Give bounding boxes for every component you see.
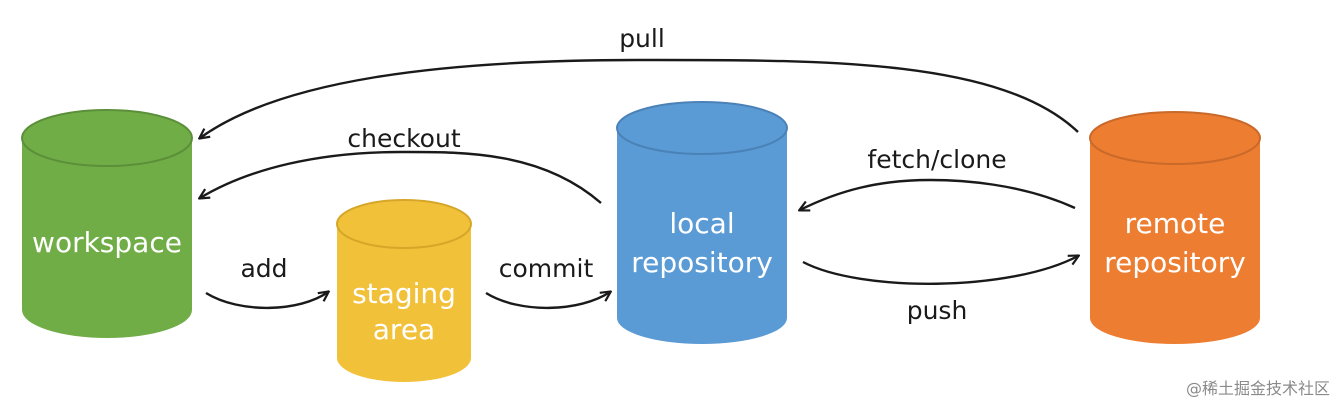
fetch-clone-arrow bbox=[800, 178, 1076, 210]
add-label: add bbox=[240, 254, 287, 283]
fetch-clone-label: fetch/clone bbox=[867, 145, 1006, 174]
staging-area-cylinder-rim bbox=[336, 199, 472, 249]
remote-repository-cylinder-body bbox=[1090, 138, 1260, 344]
commit-arrow bbox=[485, 292, 610, 310]
staging-area-cylinder: staging area bbox=[336, 199, 472, 382]
remote-repository-label-line2: repository bbox=[1104, 246, 1246, 279]
workspace-cylinder-body bbox=[22, 138, 192, 338]
checkout-label: checkout bbox=[347, 124, 460, 153]
workspace-label: workspace bbox=[32, 226, 182, 259]
pull-label: pull bbox=[619, 24, 665, 53]
staging-area-cylinder-top bbox=[337, 200, 471, 248]
local-repository-cylinder-rim bbox=[616, 101, 788, 155]
pull-arrow bbox=[200, 58, 1079, 138]
remote-repository-cylinder-top bbox=[1090, 112, 1260, 164]
remote-repository-label-line1: remote bbox=[1125, 207, 1226, 240]
commit-label: commit bbox=[499, 254, 594, 283]
local-repository-cylinder: local repository bbox=[616, 101, 788, 344]
add-arrow bbox=[205, 292, 328, 310]
staging-area-label-line2: area bbox=[373, 313, 435, 346]
local-repository-cylinder-body bbox=[617, 128, 787, 344]
workspace-cylinder-top bbox=[22, 110, 192, 166]
watermark: @稀土掘金技术社区 bbox=[1186, 379, 1330, 398]
remote-repository-cylinder: remote repository bbox=[1089, 111, 1261, 344]
checkout-arrow bbox=[200, 150, 602, 204]
push-arrow bbox=[802, 256, 1078, 285]
workspace-cylinder-rim bbox=[21, 109, 193, 167]
workspace-cylinder: workspace bbox=[21, 109, 193, 338]
local-repository-label-line2: repository bbox=[631, 246, 773, 279]
local-repository-cylinder-top bbox=[617, 102, 787, 154]
staging-area-cylinder-body bbox=[337, 224, 471, 382]
push-label: push bbox=[907, 296, 968, 325]
remote-repository-cylinder-rim bbox=[1089, 111, 1261, 165]
staging-area-label-line1: staging bbox=[352, 277, 456, 310]
local-repository-label-line1: local bbox=[669, 207, 734, 240]
